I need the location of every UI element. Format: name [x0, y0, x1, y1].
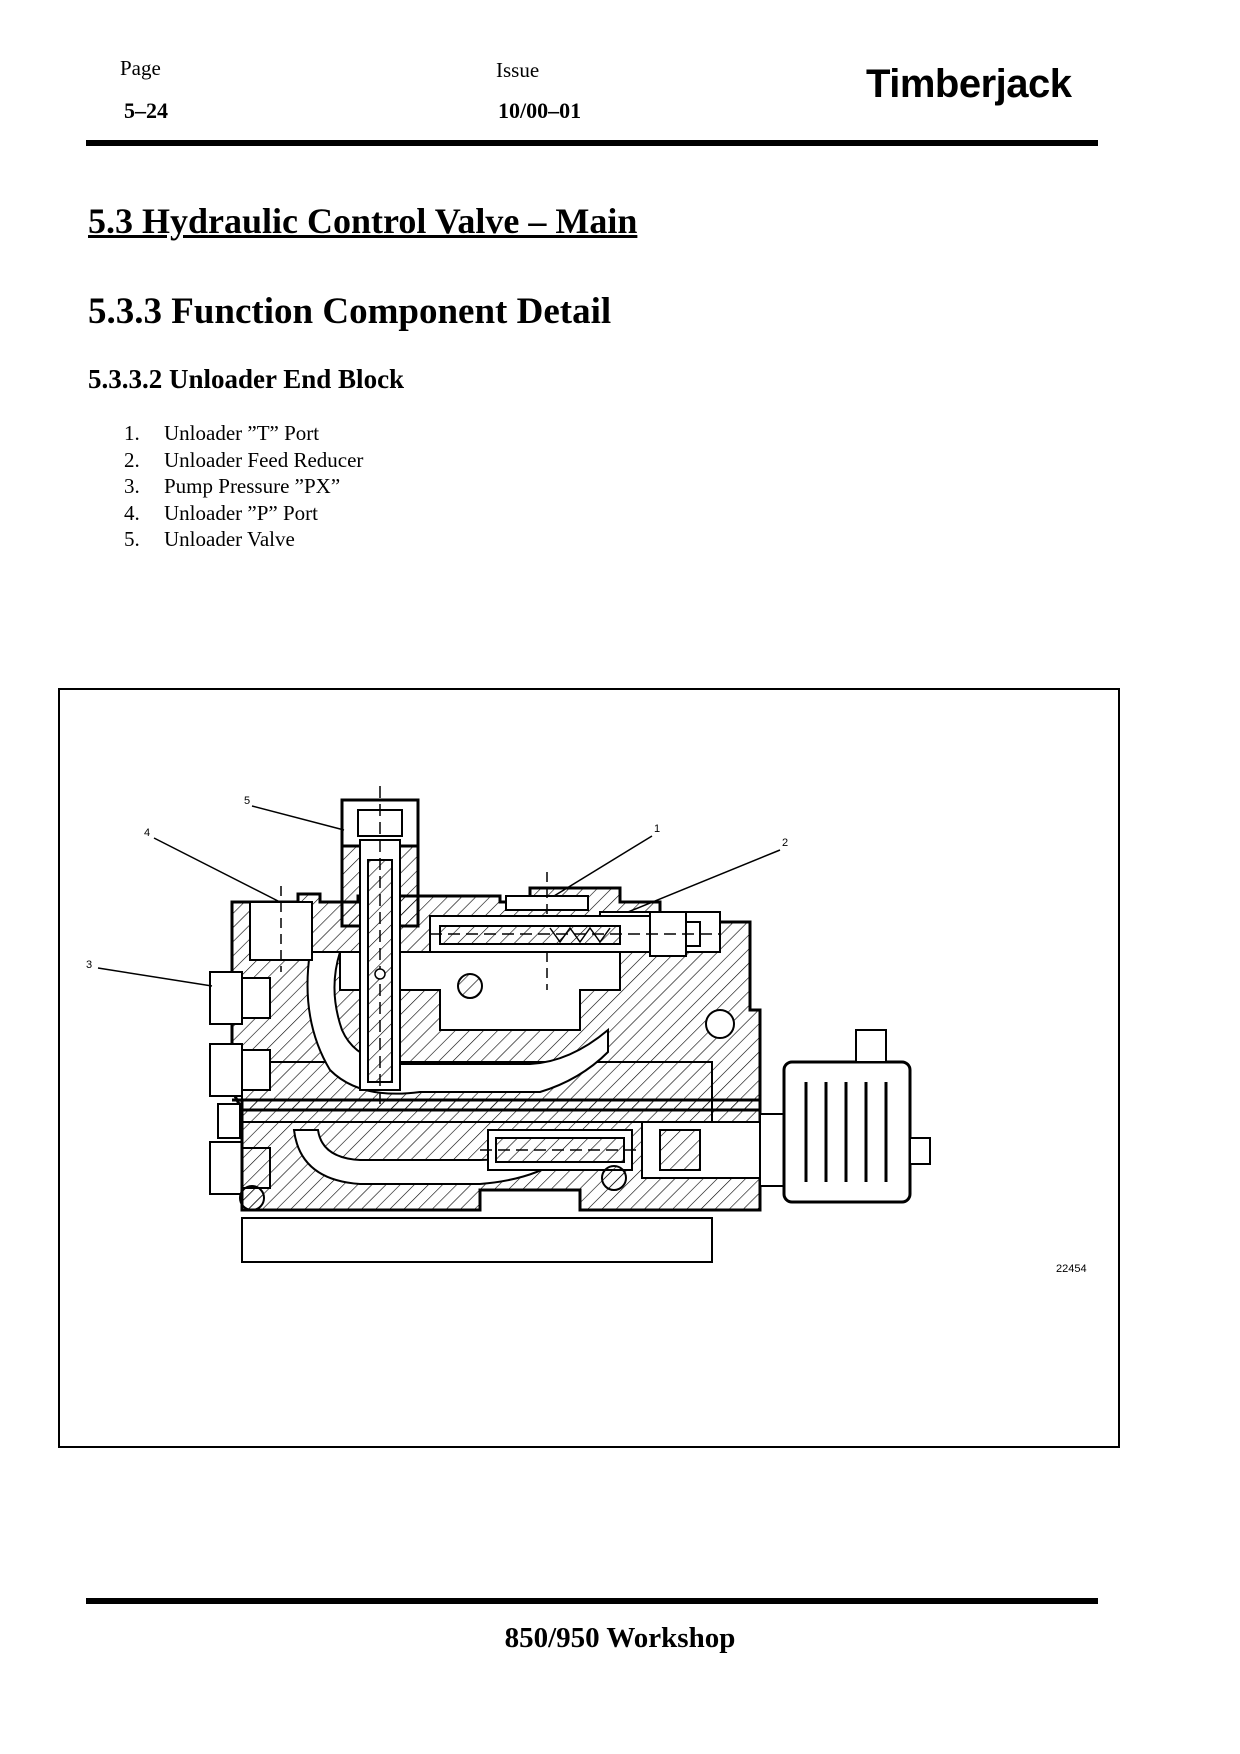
list-item-label: Unloader Valve	[164, 527, 295, 551]
page-number: 5–24	[124, 98, 168, 123]
subsubsection-title: 5.3.3.2 Unloader End Block	[88, 364, 405, 394]
valve-cross-section-figure: 1 2 3 4 5 22454	[58, 688, 1120, 1448]
bolt-hole	[457, 973, 483, 999]
page-label: Page	[120, 56, 161, 80]
solenoid-cartridge-seat	[659, 1129, 701, 1171]
list-item-number: 5.	[124, 527, 140, 551]
subsection-title: 5.3.3 Function Component Detail	[88, 291, 612, 332]
parts-list: 1. Unloader ”T” Port 2. Unloader Feed Redu…	[124, 420, 363, 553]
bolt-hole	[239, 1185, 265, 1211]
list-item: 3. Pump Pressure ”PX”	[124, 473, 363, 500]
list-item-number: 4.	[124, 500, 140, 525]
list-item-label: Pump Pressure ”PX”	[164, 474, 341, 498]
list-item-number: 2.	[124, 447, 140, 472]
callout-4: 4	[144, 827, 150, 839]
callout-5: 5	[244, 795, 250, 807]
unloader-valve-orifice	[374, 968, 386, 980]
callout-1: 1	[654, 823, 660, 835]
leader-lines	[97, 805, 781, 987]
valve-drawing: 1 2 3 4 5 22454	[86, 786, 1087, 1275]
list-item-number: 1.	[124, 421, 140, 445]
list-item-label: Unloader ”T” Port	[164, 421, 320, 445]
solenoid-connector	[855, 1029, 887, 1063]
section-title: 5.3 Hydraulic Control Valve – Main	[88, 201, 638, 241]
brand-logo: Timberjack	[866, 62, 1072, 106]
solenoid-nut	[759, 1113, 785, 1187]
solenoid-end-nut	[909, 1137, 931, 1165]
list-item: 4. Unloader ”P” Port	[124, 500, 363, 527]
list-item: 5. Unloader Valve	[124, 526, 363, 553]
feed-reducer-spring	[549, 926, 611, 944]
internal-passage	[306, 951, 609, 1095]
solenoid-coil-windings	[804, 1082, 888, 1182]
callout-3: 3	[86, 959, 92, 971]
issue-number: 10/00–01	[498, 98, 582, 123]
drawing-number: 22454	[1056, 1263, 1087, 1275]
lower-plate	[241, 1217, 713, 1263]
bolt-hole	[601, 1165, 627, 1191]
bolt-hole	[705, 1009, 735, 1039]
feed-reducer-spool	[439, 925, 621, 945]
list-item-label: Unloader ”P” Port	[164, 500, 318, 525]
callout-2: 2	[782, 837, 788, 849]
header-rule	[86, 140, 1098, 146]
list-item: 2. Unloader Feed Reducer	[124, 447, 363, 474]
list-item-number: 3.	[124, 474, 140, 498]
list-item: 1. Unloader ”T” Port	[124, 420, 363, 447]
footer-rule	[86, 1598, 1098, 1604]
list-item-label: Unloader Feed Reducer	[164, 447, 364, 472]
footer-title: 850/950 Workshop	[504, 1622, 736, 1654]
issue-label: Issue	[496, 58, 540, 82]
